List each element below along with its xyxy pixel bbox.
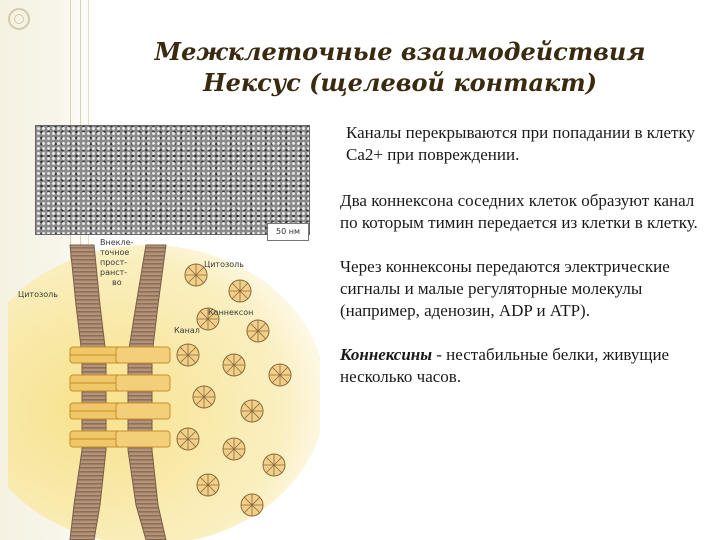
extracellular-label-line: прост- — [100, 258, 127, 267]
slide-title: Межклеточные взаимодействия Нексус (щеле… — [100, 36, 700, 98]
label-cytosol-right: Цитозоль — [204, 260, 244, 269]
extracellular-label-line: во — [112, 278, 122, 287]
rosette-spokes — [177, 264, 291, 516]
term-connexins: Коннексины — [340, 345, 433, 364]
extracellular-label-line: точное — [100, 248, 129, 257]
connexon-right-1 — [115, 346, 171, 364]
paragraph-channel: Два коннексона соседних клеток образуют … — [340, 191, 698, 232]
connexins-description: - нестабильные белки, живущие несколько … — [340, 345, 670, 386]
paragraph-calcium: Каналы перекрываются при попадании в кле… — [346, 123, 695, 164]
title-line-2: Нексус (щелевой контакт) — [202, 68, 598, 97]
paragraph-signals: Через коннексоны передаются электрически… — [340, 257, 670, 320]
label-cytosol-left: Цитозоль — [18, 290, 58, 299]
connexon-right-4 — [115, 430, 171, 448]
micrograph-texture — [35, 125, 310, 235]
paragraph-connexins: Коннексины - нестабильные белки, живущие… — [340, 344, 700, 388]
text-column: Каналы перекрываются при попадании в кле… — [340, 122, 700, 410]
label-extracellular-space: Внекле- точное прост- ранст- во — [100, 238, 134, 287]
electron-micrograph: 50 нм — [35, 125, 310, 241]
corner-ornament — [8, 8, 30, 30]
label-connexon: Коннексон — [208, 308, 253, 317]
extracellular-label-line: Внекле- — [100, 238, 134, 247]
extracellular-label-line: ранст- — [100, 268, 127, 277]
scale-bar-label: 50 нм — [267, 223, 309, 241]
title-line-1: Межклеточные взаимодействия — [154, 37, 646, 66]
connexon-right-2 — [115, 374, 171, 392]
gap-junction-figure: 50 нм — [8, 120, 320, 540]
gap-junction-diagram: Внекле- точное прост- ранст- во Цитозоль… — [8, 238, 320, 540]
label-channel: Канал — [174, 326, 200, 335]
connexon-right-3 — [115, 402, 171, 420]
corner-ornament-inner — [14, 14, 24, 24]
